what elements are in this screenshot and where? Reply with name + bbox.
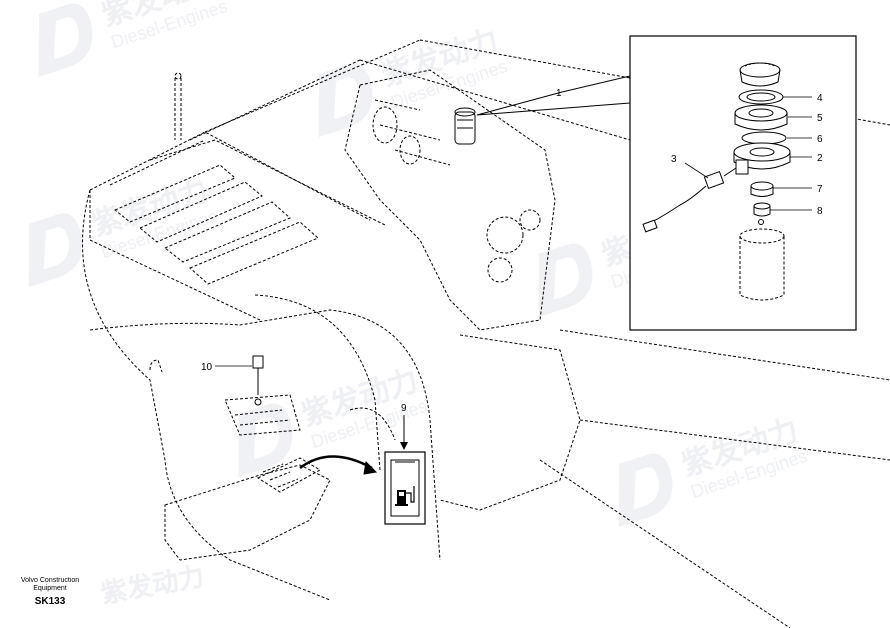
engine-filter-top — [454, 107, 476, 117]
gauge-detail — [384, 415, 426, 525]
watermark-logo-icon — [38, 3, 93, 78]
inset-leaders — [476, 75, 631, 116]
switch-panel — [256, 457, 322, 493]
gauge-leader-arrow — [400, 442, 408, 450]
cab-curve-2 — [254, 294, 381, 471]
gauge-face — [390, 459, 420, 517]
callout-6: 6 — [817, 134, 823, 145]
solid-details — [252, 107, 476, 475]
engine-port-1 — [486, 216, 524, 254]
sensor-10-tip — [254, 398, 262, 406]
callouts: 1 2 3 4 5 6 7 8 9 10 — [201, 88, 823, 414]
engine-ribs — [374, 99, 451, 166]
sensor-10 — [252, 355, 264, 369]
engine-port-3 — [519, 209, 541, 231]
watermark-7: 紫发动力 — [99, 561, 207, 610]
part-2-base — [733, 142, 791, 175]
vent-4 — [189, 221, 319, 285]
watermark-6: 紫发动力 Diesel-Engines — [618, 413, 810, 528]
engine-pulley-1 — [372, 106, 398, 144]
watermark-1: 紫发动力 Diesel-Engines — [38, 0, 230, 78]
mast-tip — [174, 72, 182, 80]
part-3-connector — [642, 167, 737, 233]
part-filter-element — [739, 228, 785, 301]
callout-4: 4 — [817, 93, 823, 104]
callout-9: 9 — [401, 403, 407, 414]
watermark-cn: 紫发动力 — [99, 561, 207, 610]
vent-1 — [114, 164, 236, 223]
hood-outline — [89, 131, 371, 321]
watermark-logo-icon — [618, 453, 673, 528]
vent-2 — [139, 181, 263, 243]
floor-plate — [224, 394, 301, 436]
caption-code: SK133 — [34, 596, 66, 607]
part-7-nut — [750, 181, 774, 197]
callout-10: 10 — [201, 362, 213, 373]
track-lines — [539, 329, 890, 628]
console-outline — [164, 464, 331, 561]
callout-5: 5 — [817, 113, 823, 124]
part-cap — [739, 62, 781, 87]
side-curve — [82, 189, 331, 601]
watermark-logo-icon — [28, 213, 83, 288]
engine-block — [344, 69, 556, 331]
exploded-view-inset — [476, 35, 857, 331]
mast-outline — [174, 78, 182, 140]
callout-1: 1 — [556, 88, 562, 99]
callout-8: 8 — [817, 206, 823, 217]
frame-lower — [439, 334, 581, 511]
pointer-arrow — [299, 455, 373, 470]
engine-filter-ribs — [457, 119, 473, 129]
switch-rows — [262, 463, 299, 488]
cab-curve-1 — [89, 309, 441, 561]
callout-7: 7 — [817, 184, 823, 195]
diagram-caption: Volvo Construction Equipment SK133 — [8, 577, 92, 608]
pointer-arrowhead — [363, 460, 378, 475]
callout-3: 3 — [671, 154, 677, 165]
engine-filter — [454, 111, 476, 145]
cab-pillar — [349, 407, 396, 441]
vent-3 — [164, 201, 291, 263]
watermark-3: 紫发动力 Diesel-Engines — [28, 173, 220, 288]
part-8-fitting — [753, 202, 771, 225]
inset-callout-leaders — [684, 96, 812, 211]
caption-company: Volvo Construction Equipment — [20, 577, 80, 592]
engine-pulley-2 — [399, 135, 421, 165]
callout-2: 2 — [817, 153, 823, 164]
watermark-logo-icon — [318, 63, 373, 138]
fuel-pump-icon — [395, 486, 415, 506]
floor-plate-grid — [234, 409, 291, 426]
seat-mount — [149, 359, 163, 373]
roof-edges — [189, 39, 890, 141]
part-5-housing — [734, 104, 788, 131]
hood-ridge — [109, 139, 386, 226]
inset-frame — [629, 35, 857, 331]
watermark-logo-icon — [538, 243, 593, 318]
watermark-logo-icon — [238, 403, 293, 478]
engine-port-2 — [487, 257, 513, 283]
machine-outline — [82, 39, 890, 628]
